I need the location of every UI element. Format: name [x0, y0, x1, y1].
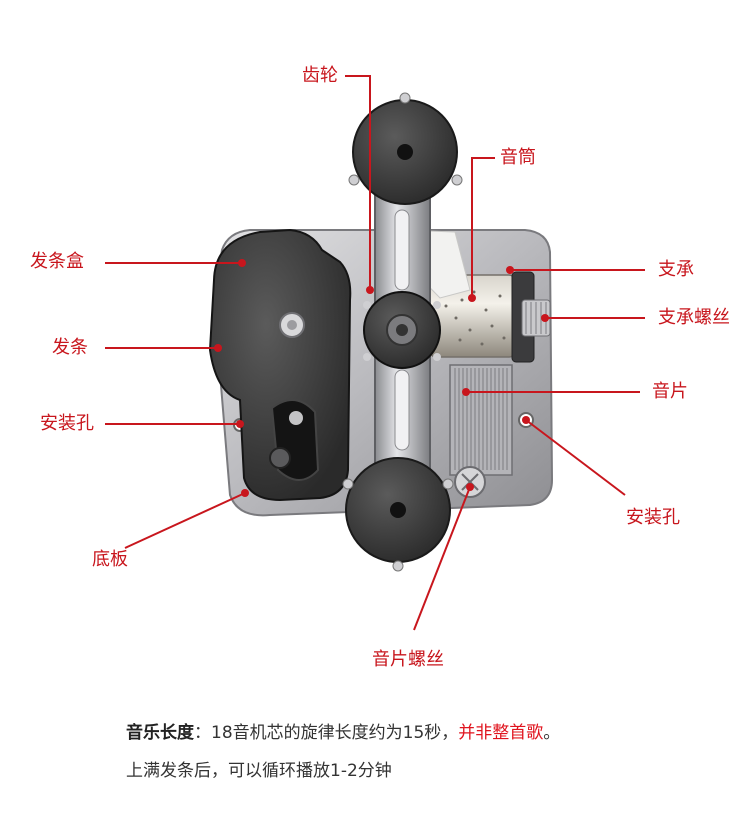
gear-top-wheel — [348, 92, 463, 205]
gear-bottom-wheel — [342, 457, 454, 572]
label-comb: 音片 — [652, 381, 688, 402]
label-drum: 音筒 — [500, 147, 536, 168]
label-bearing-screw: 支承螺丝 — [658, 307, 730, 328]
caption-colon: ： — [194, 723, 211, 743]
comb-shape — [449, 364, 513, 476]
caption-title: 音乐长度 — [126, 723, 194, 743]
comb-screw-shape — [454, 466, 486, 498]
label-spring-box: 发条盒 — [30, 251, 84, 272]
label-gear: 齿轮 — [302, 65, 338, 86]
label-mount-hole-left: 安装孔 — [40, 413, 94, 434]
music-box-diagram — [105, 75, 645, 631]
callout-dots — [214, 259, 549, 497]
caption-line-1: 音乐长度：18音机芯的旋律长度约为15秒，并非整首歌。 — [126, 718, 560, 743]
label-bearing: 支承 — [658, 259, 694, 280]
gear-center-hub — [363, 291, 441, 369]
caption-line1-end: 。 — [543, 723, 561, 743]
caption-highlight: 并非整首歌 — [458, 723, 544, 743]
label-spring: 发条 — [52, 337, 88, 358]
label-base-plate: 底板 — [92, 549, 128, 570]
caption-line-2: 上满发条后，可以循环播放1-2分钟 — [126, 761, 392, 781]
label-mount-hole-right: 安装孔 — [626, 507, 680, 528]
callout-lines — [105, 75, 645, 631]
label-comb-screw: 音片螺丝 — [372, 649, 444, 670]
caption-line1-text: 18音机芯的旋律长度约为15秒， — [211, 723, 459, 743]
